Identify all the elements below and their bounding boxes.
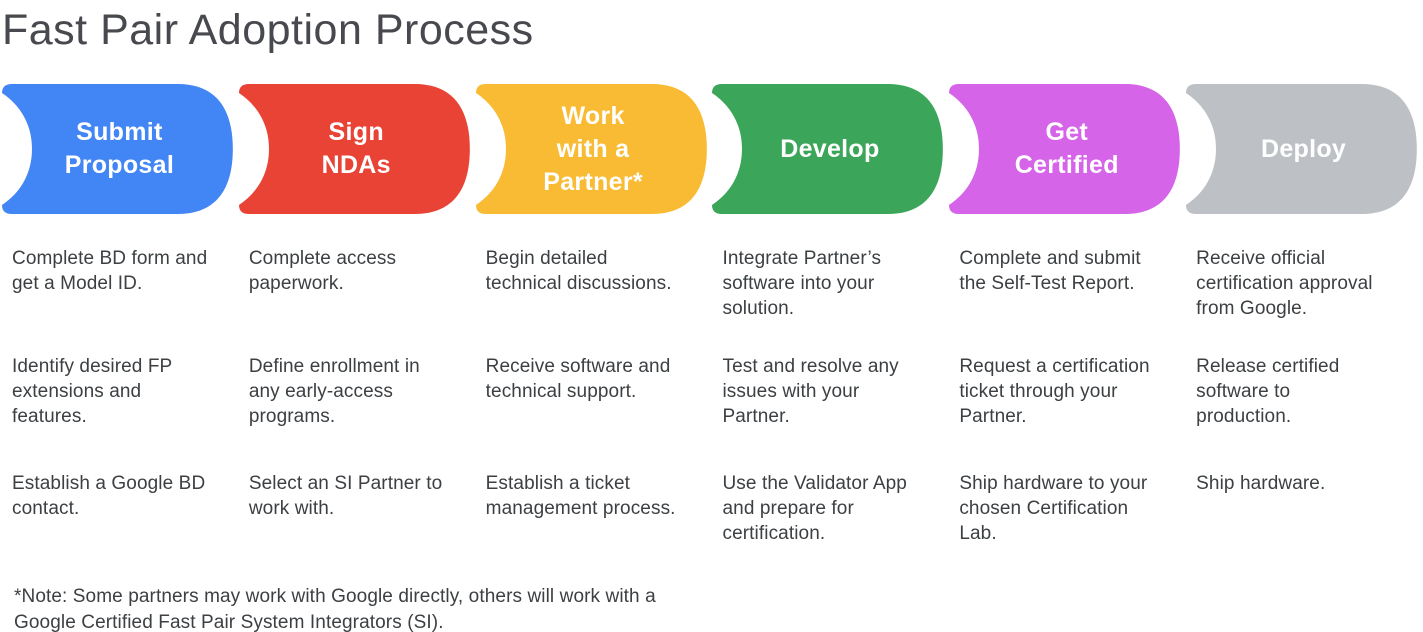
chevron-shape-svg — [238, 84, 470, 214]
stage-shape-sign-ndas: Sign NDAs — [238, 84, 476, 214]
stage-shape-deploy: Deploy — [1186, 84, 1423, 214]
stage-description: Select an SI Partner to work with. — [248, 473, 443, 519]
stage-description: Use the Validator App and prepare for ce… — [722, 473, 907, 544]
stage-description: Request a certification ticket through y… — [959, 356, 1150, 427]
stage-label: Get Certified — [1014, 118, 1119, 179]
stage-column-work-with-partner: Work with a Partner* Begin detailed tech… — [475, 84, 713, 546]
stage-column-get-certified: Get Certified Complete and submit the Se… — [949, 84, 1186, 546]
stage-description: Receive official certification approval … — [1196, 248, 1373, 319]
stage-label: Submit Proposal — [64, 118, 175, 179]
chevron-shape — [949, 84, 1181, 214]
chevron-shape-svg — [2, 84, 233, 214]
chevron-shape — [1186, 84, 1417, 214]
stage-description: Complete BD form and get a Model ID. — [12, 248, 208, 294]
chevron-shape-svg — [475, 84, 707, 214]
chevron-shape — [238, 84, 470, 214]
stage-description: Begin detailed technical discussions. — [485, 248, 672, 294]
process-flow: Submit Proposal Complete BD form and get… — [2, 84, 1423, 546]
page-title: Fast Pair Adoption Process — [2, 6, 534, 54]
chevron-shape-svg — [949, 84, 1181, 214]
stage-description: Establish a Google BD contact. — [12, 473, 206, 519]
chevron-shape-svg — [1186, 84, 1417, 214]
stage-column-deploy: Deploy Receive official certification ap… — [1186, 84, 1423, 546]
chevron-shape — [475, 84, 707, 214]
stage-shape-develop: Develop — [712, 84, 949, 214]
footnote: *Note: Some partners may work with Googl… — [14, 586, 656, 632]
stage-label: Sign NDAs — [321, 118, 391, 179]
stage-description: Define enrollment in any early-access pr… — [248, 356, 420, 427]
chevron-shape — [712, 84, 944, 214]
stage-description: Identify desired FP extensions and featu… — [12, 356, 173, 427]
stage-description: Ship hardware. — [1196, 473, 1326, 494]
stage-shape-work-with-partner: Work with a Partner* — [475, 84, 713, 214]
chevron-shape — [2, 84, 233, 214]
stage-column-sign-ndas: Sign NDAs Complete access paperwork. Def… — [238, 84, 476, 546]
chevron-shape-svg — [712, 84, 944, 214]
stage-description: Ship hardware to your chosen Certificati… — [959, 473, 1148, 544]
stage-label: Develop — [780, 134, 880, 163]
stage-shape-submit-proposal: Submit Proposal — [2, 84, 239, 214]
stage-description: Receive software and technical support. — [485, 356, 671, 402]
stage-shape-get-certified: Get Certified — [949, 84, 1186, 214]
stage-description: Complete access paperwork. — [248, 248, 397, 294]
stage-description: Integrate Partner’s software into your s… — [722, 248, 882, 319]
stage-column-submit-proposal: Submit Proposal Complete BD form and get… — [2, 84, 239, 546]
stage-description: Establish a ticket management process. — [485, 473, 676, 519]
stage-description: Test and resolve any issues with your Pa… — [722, 356, 899, 427]
stage-column-develop: Develop Integrate Partner’s software int… — [712, 84, 949, 546]
stage-description: Complete and submit the Self-Test Report… — [959, 248, 1141, 294]
stage-label: Deploy — [1260, 134, 1347, 163]
stage-description: Release certified software to production… — [1196, 356, 1340, 427]
slide: Fast Pair Adoption Process Submit Propos… — [0, 6, 1423, 632]
stage-label: Work with a Partner* — [543, 101, 643, 196]
